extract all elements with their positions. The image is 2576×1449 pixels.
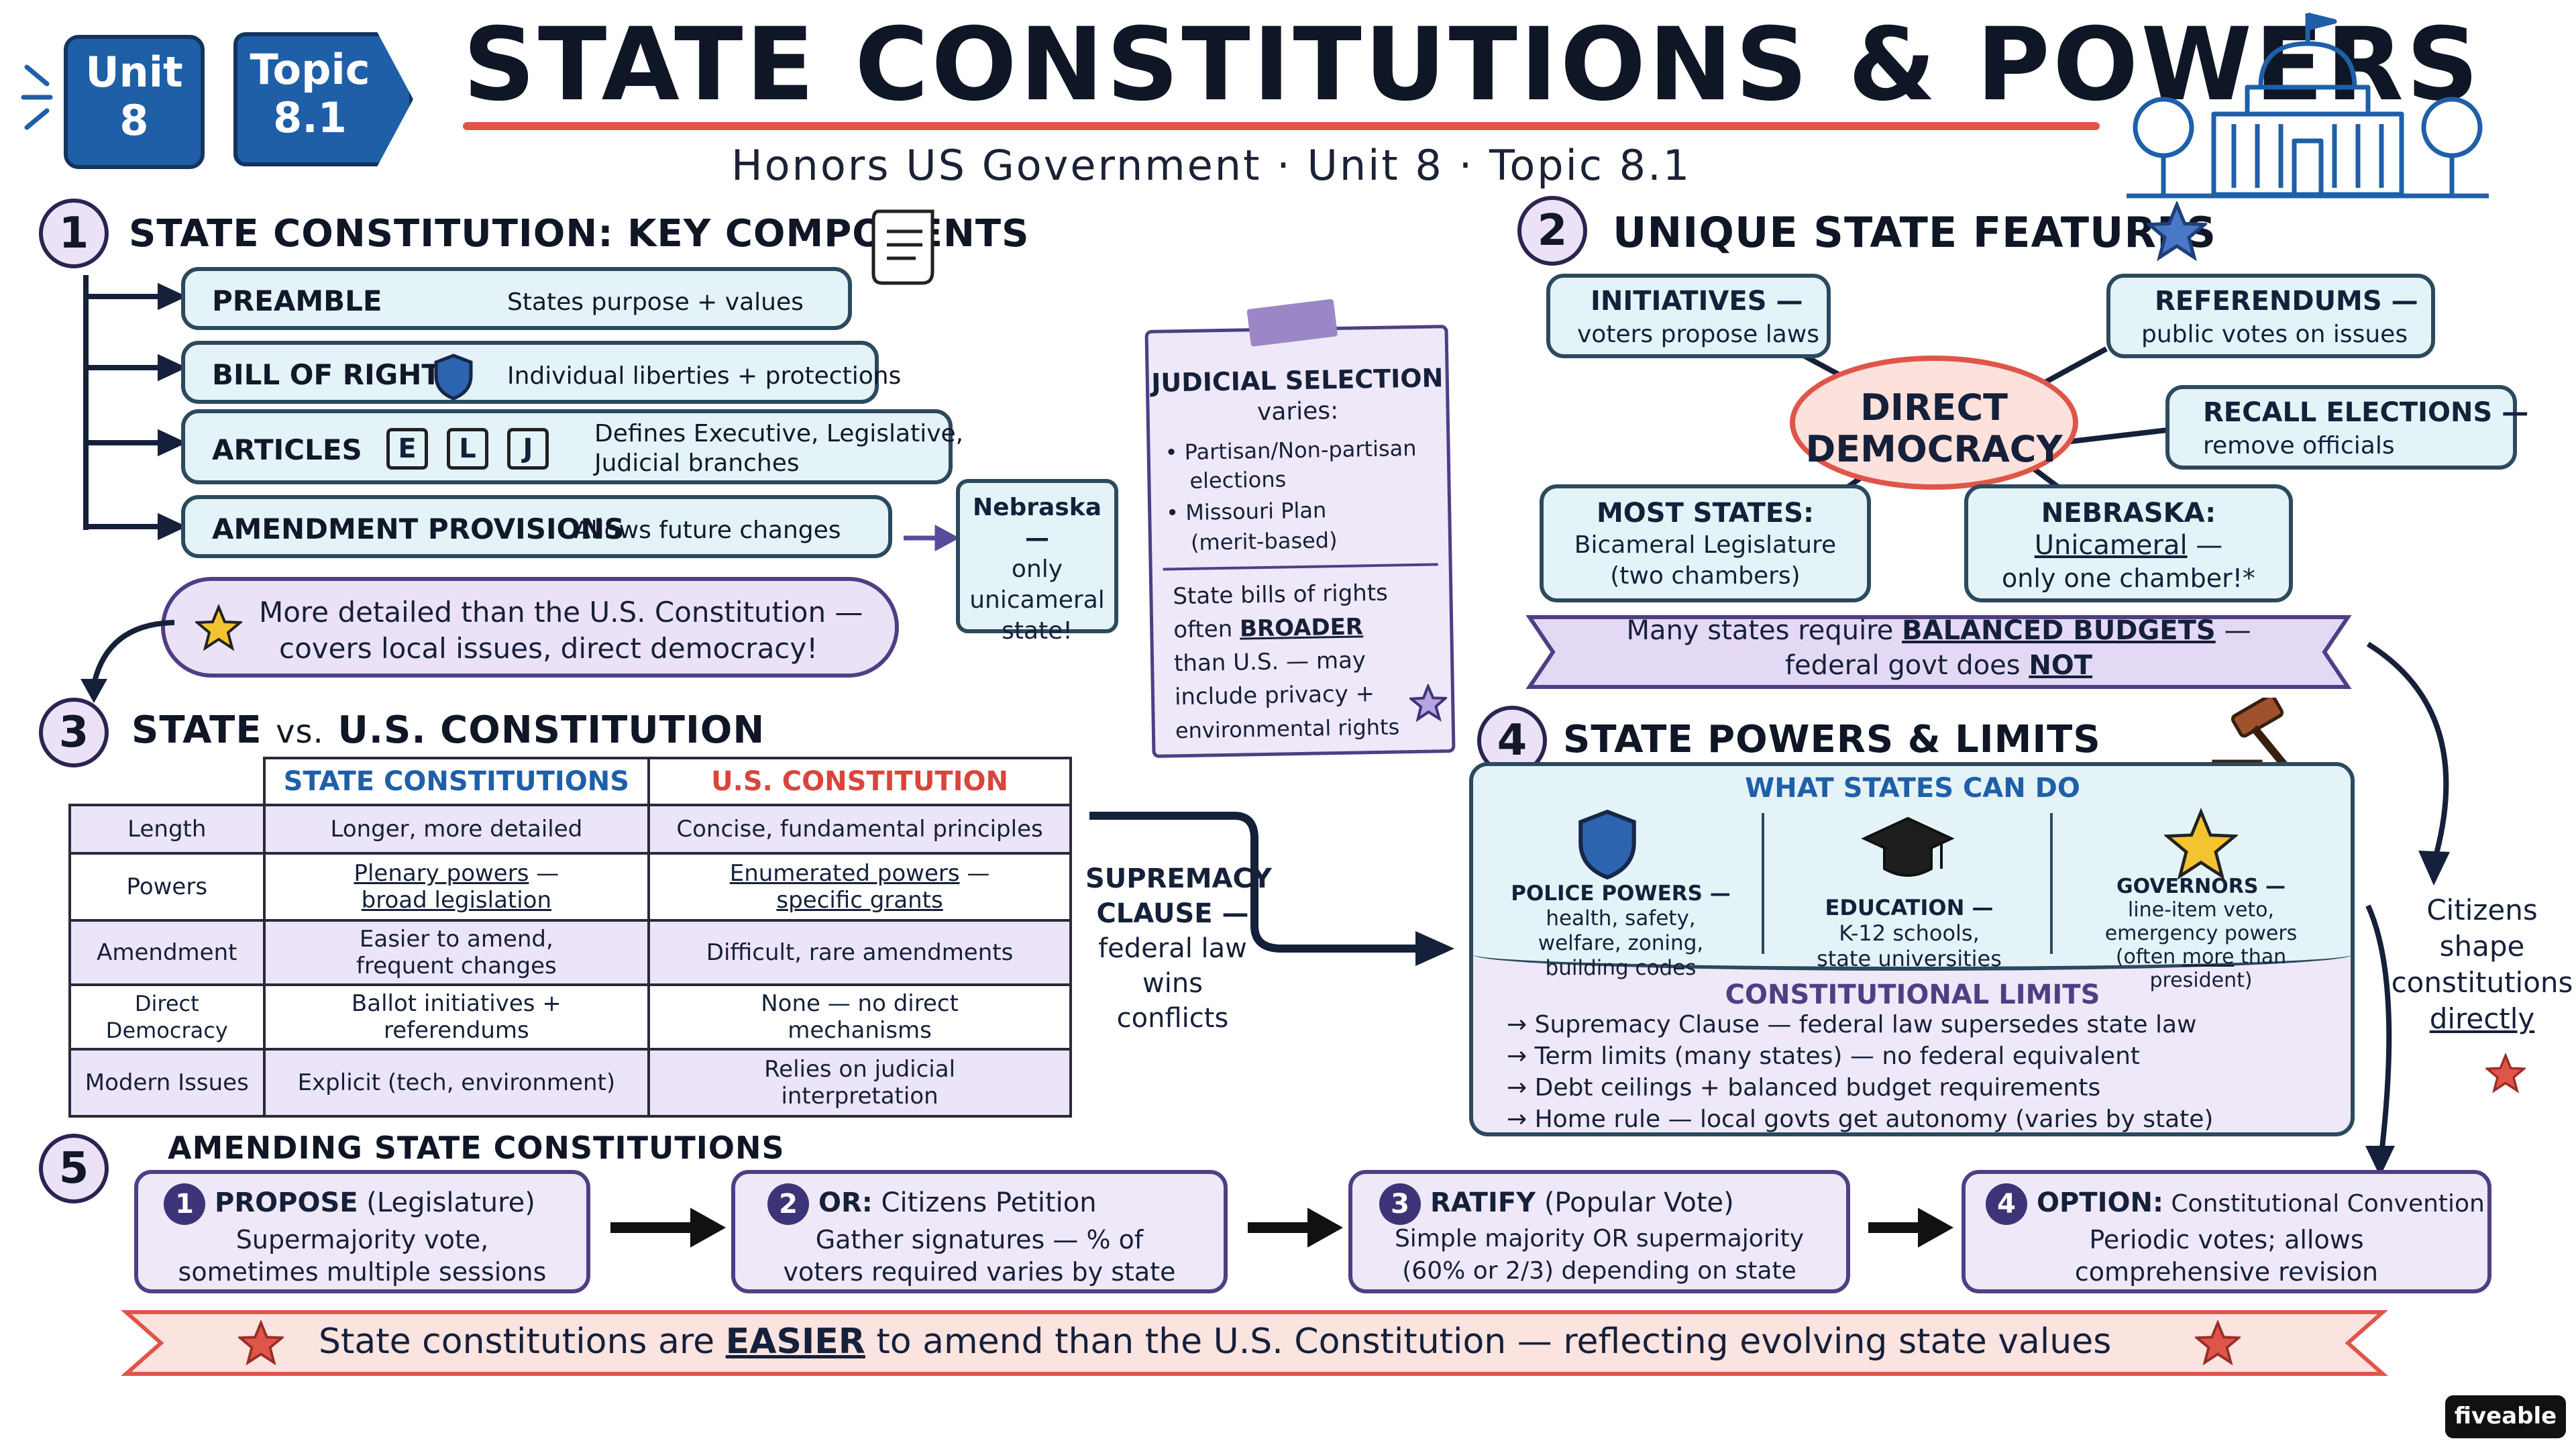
shield-icon [1578,809,1636,880]
can-do-title: WHAT STATES CAN DO [1745,773,2080,804]
component-desc: Allows future changes [574,517,841,544]
component-desc: Judicial branches [594,449,800,477]
tree-trunk [83,275,89,530]
supremacy-clause-note: SUPREMACY CLAUSE — federal law wins conf… [1085,863,1272,1034]
table-row: Powers Plenary powers —broad legislation… [68,852,1072,922]
section-5-title: AMENDING STATE CONSTITUTIONS [168,1130,785,1166]
component-label: PREAMBLE [212,284,382,317]
star-icon [1409,684,1448,722]
page-subtitle: Honors US Government · Unit 8 · Topic 8.… [731,141,1692,190]
component-articles: ARTICLES E L J Defines Executive, Legisl… [181,409,963,484]
list-item: → Term limits (many states) — no federal… [1507,1042,2140,1070]
state-powers-panel: WHAT STATES CAN DO POLICE POWERS —health… [1469,762,2355,1136]
comparison-table: STATE CONSTITUTIONS U.S. CONSTITUTION Le… [68,757,1072,1118]
curved-arrow-to-section-3 [80,620,175,703]
nebraska-note: Nebraska — only unicameral state! [956,479,1118,645]
table-row: Amendment Easier to amend,frequent chang… [68,919,1072,986]
education-power: EDUCATION —K-12 schools,state universiti… [1817,895,2002,971]
citizens-arrow-top [2366,641,2450,885]
section-3-title: STATE vs. U.S. CONSTITUTION [131,708,765,752]
citizens-arrow-down [2365,904,2395,1177]
ribbon-banner [1525,615,2352,689]
component-desc: Defines Executive, Legislative, [594,420,964,447]
star-icon [238,1320,284,1366]
section-5-number: 5 [39,1134,109,1203]
police-powers: POLICE POWERS —health, safety,welfare, z… [1511,881,1731,980]
star-icon [2195,1320,2241,1366]
component-amendment-provisions: AMENDMENT PROVISIONS Allows future chang… [181,495,892,558]
cloud-note: More detailed than the U.S. Constitution… [161,577,899,678]
step-arrows [610,1208,1954,1248]
component-desc: Individual liberties + protections [507,362,902,390]
table-row: Length Longer, more detailed Concise, fu… [68,804,1072,855]
star-icon [2485,1053,2526,1093]
section-2-number: 2 [1517,196,1587,266]
sparkle-icon [21,64,53,130]
component-label: ARTICLES [212,433,362,466]
section-3-number: 3 [39,698,109,767]
component-preamble: PREAMBLE States purpose + values [181,267,852,330]
component-desc: States purpose + values [507,288,804,316]
scroll-icon [871,209,934,285]
list-item: → Supremacy Clause — federal law superse… [1507,1011,2197,1038]
section-1-number: 1 [39,199,109,268]
referendums-box: REFERENDUMS — public votes on issues [2106,274,2435,358]
bottom-banner [121,1310,2388,1376]
arrow-to-nebraska [904,525,956,551]
direct-democracy-center: DIRECT DEMOCRACY [1790,356,2078,490]
bottom-banner-text: State constitutions are EASIER to amend … [319,1322,2112,1362]
nebraska-box: NEBRASKA: Unicameral — only one chamber!… [1964,484,2293,602]
limits-title: CONSTITUTIONAL LIMITS [1725,979,2100,1010]
list-item: → Home rule — local govts get autonomy (… [1507,1106,2214,1133]
initiatives-box: INITIATIVES — voters propose laws [1546,274,1831,358]
graduation-cap-icon [1861,816,1955,877]
balanced-budget-banner: Many states require BALANCED BUDGETS — f… [1626,615,2251,681]
shield-icon [434,354,473,400]
star-icon [2147,201,2207,262]
recall-elections-box: RECALL ELECTIONS — remove officials [2165,385,2528,470]
tree-branches [86,282,184,541]
table-row: Modern Issues Explicit (tech, environmen… [68,1048,1072,1118]
col-header-us: U.S. CONSTITUTION [647,757,1072,806]
section-2-title: UNIQUE STATE FEATURES [1613,208,2217,257]
brand-logo: fiveable [2445,1395,2566,1438]
component-label: AMENDMENT PROVISIONS [212,513,625,545]
pushpin-tape-icon [1246,299,1338,347]
list-item: → Debt ceilings + balanced budget requir… [1507,1074,2101,1102]
supremacy-arrow [1089,812,1454,966]
star-icon [2164,808,2238,880]
letter-box-l: L [447,428,488,470]
capitol-icon [2127,12,2489,199]
letter-box-e: E [386,428,428,470]
table-row: Direct Democracy Ballot initiatives +ref… [68,983,1072,1051]
governors-power: GOVERNORS —line-item veto,emergency powe… [2104,875,2298,992]
page-title: STATE CONSTITUTIONS & POWERS [463,7,2481,123]
star-icon [195,604,242,651]
section-4-title: STATE POWERS & LIMITS [1563,718,2101,761]
most-states-box: MOST STATES: Bicameral Legislature (two … [1540,484,1871,602]
col-header-state: STATE CONSTITUTIONS [262,757,651,806]
judicial-selection-note: JUDICIAL SELECTION varies: • Partisan/No… [1144,299,1456,758]
component-bill-of-rights: BILL OF RIGHTS Individual liberties + pr… [181,341,901,404]
component-label: BILL OF RIGHTS [212,358,462,391]
title-underline [463,122,2100,130]
letter-box-j: J [507,428,549,470]
limits-list: → Supremacy Clause — federal law superse… [1507,1009,2214,1133]
